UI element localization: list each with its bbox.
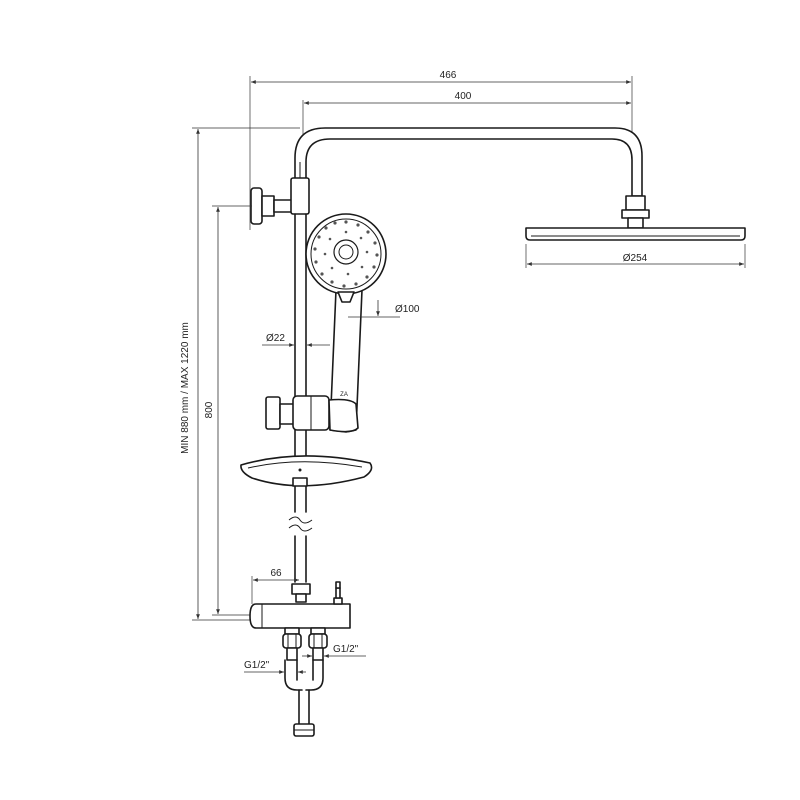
head-diameter-label: Ø254: [623, 253, 648, 264]
dimension-valve-offset: 66: [251, 568, 299, 604]
rail-diameter-label: Ø22: [266, 333, 285, 344]
dimension-inlet-right: G1/2": [302, 644, 366, 658]
soap-dish: [240, 455, 373, 487]
inlet-left-label: G1/2": [244, 660, 270, 671]
inlet-supply-pipe: [293, 689, 315, 737]
dimension-height-range: MIN 880 mm / MAX 1220 mm: [180, 127, 300, 621]
head-shower: [525, 195, 746, 241]
mixer-valve: [249, 581, 351, 629]
height-range-label: MIN 880 mm / MAX 1220 mm: [180, 322, 191, 454]
arm-length-label: 400: [455, 91, 472, 102]
hand-shower-diameter-label: Ø100: [395, 304, 420, 315]
valve-offset-label: 66: [270, 568, 282, 579]
hand-shower-nozzles: [313, 220, 379, 288]
shower-arm: [294, 127, 643, 197]
inlet-right-label: G1/2": [333, 644, 359, 655]
dimension-height-800: 800: [204, 205, 252, 616]
wall-bracket-top: [250, 177, 310, 225]
slider-holder: [265, 395, 359, 433]
overall-width-label: 466: [440, 70, 457, 81]
inlet-connector-right: [305, 627, 328, 691]
dimension-rail-diameter: Ø22: [262, 333, 330, 347]
height-800-label: 800: [204, 401, 215, 418]
hand-shower-mark: ZA: [340, 392, 348, 398]
dimension-inlet-left: G1/2": [244, 660, 306, 674]
dimension-hand-shower-diameter: Ø100: [348, 300, 420, 318]
dimension-head-diameter: Ø254: [525, 244, 746, 268]
dimension-arm-length: 400: [302, 91, 631, 140]
inlet-connector-left: [282, 627, 303, 691]
